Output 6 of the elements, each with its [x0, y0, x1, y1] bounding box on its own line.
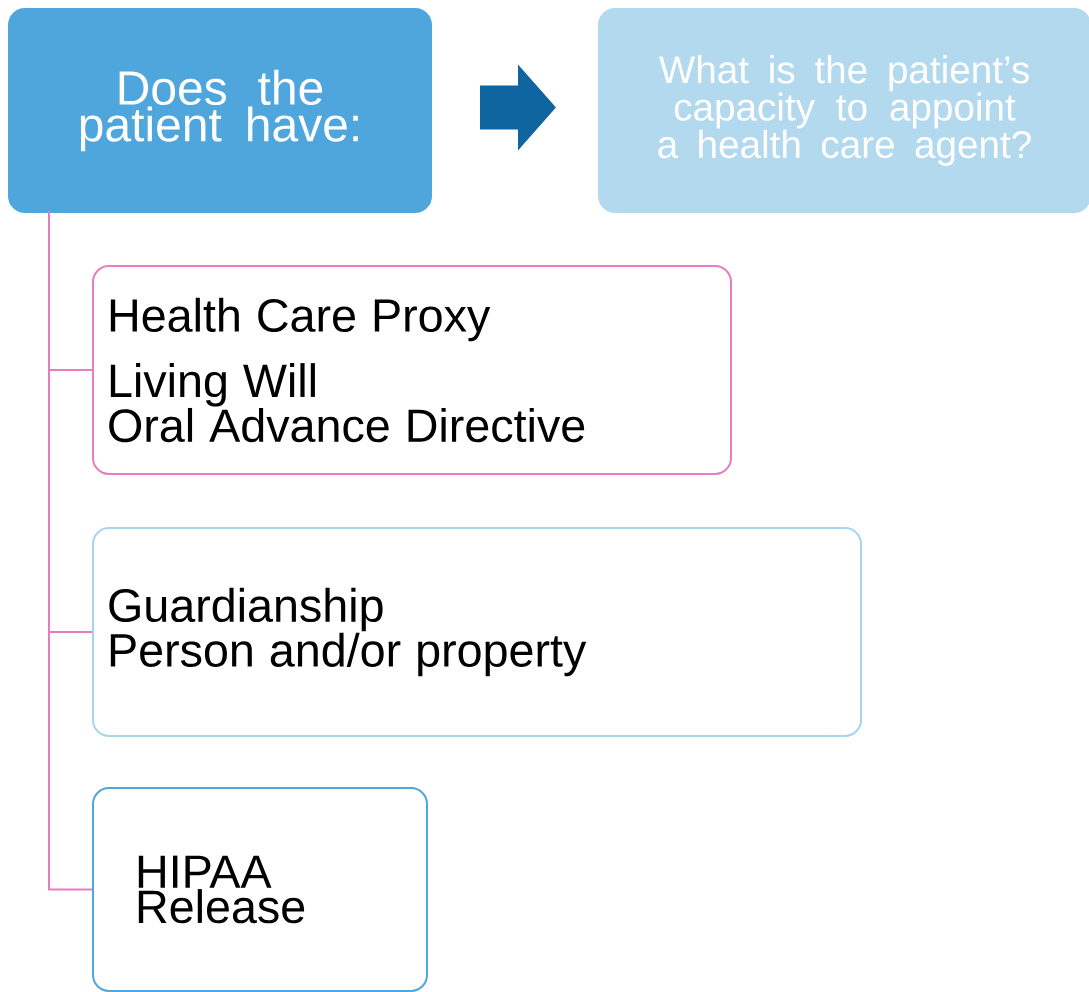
question-box: Does the patient have:: [8, 8, 432, 213]
option-box: HIPAA Release: [92, 787, 428, 992]
connector-line: [48, 210, 93, 891]
option-box: Health Care Proxy Living Will Oral Advance Directive: [92, 265, 732, 475]
question-box: What is the patient’s capacity to appoint a health care agent?: [598, 8, 1089, 213]
option-box: Guardianship Person and/or property: [92, 527, 862, 737]
